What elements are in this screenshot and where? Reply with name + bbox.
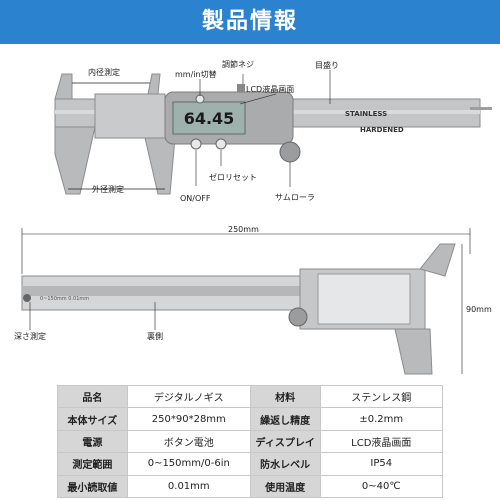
spec-key: 測定範囲 [57, 452, 128, 476]
spec-value: ±0.2mm [319, 407, 444, 431]
spec-key: 使用温度 [249, 474, 321, 498]
slider-body [94, 93, 166, 139]
depth-measure-label: 深さ測定 [14, 332, 46, 341]
zero-button[interactable] [215, 138, 227, 150]
spec-row: 本体サイズ 250*90*28mm 繰返し精度 ±0.2mm [57, 407, 444, 431]
height-dim-label: 90mm [466, 305, 492, 314]
scale-label: 目盛り [315, 61, 339, 70]
spec-key: 電源 [57, 429, 128, 454]
stainless-mark: STAINLESS [345, 110, 387, 118]
spec-key: 品名 [57, 384, 128, 409]
spec-value: ステンレス鋼 [319, 384, 444, 409]
spec-table: 品名 デジタルノギス 材料 ステンレス鋼 本体サイズ 250*90*28mm 繰… [57, 384, 444, 498]
spec-row: 電源 ボタン電池 ディスプレイ LCD液晶画面 [57, 429, 444, 454]
fixed-upper-jaw [54, 73, 73, 100]
hardened-mark: HARDENED [360, 126, 404, 134]
back-upper-jaw [419, 243, 456, 277]
slider-upper-jaw [147, 73, 161, 95]
length-dim-label: 250mm [228, 225, 259, 234]
spec-key: ディスプレイ [249, 429, 321, 454]
thumb-roller-label: サムローラ [275, 193, 315, 202]
outer-measure-label: 外径測定 [92, 185, 124, 194]
spec-key: 最小読取値 [57, 474, 128, 498]
back-label-plate [317, 273, 411, 325]
spec-value: ボタン電池 [126, 429, 251, 454]
lcd-value: 64.45 [184, 109, 235, 128]
spec-key: 防水レベル [249, 452, 321, 476]
spec-value: 250*90*28mm [126, 407, 251, 431]
inner-measure-label: 内径測定 [88, 68, 120, 77]
back-beam-groove [22, 286, 312, 296]
spec-value: 0.01mm [126, 474, 251, 498]
spec-key: 本体サイズ [57, 407, 128, 431]
mm-in-button[interactable] [195, 94, 205, 104]
thumb-roller[interactable] [279, 141, 301, 163]
onoff-button[interactable] [190, 138, 202, 150]
caliper-back-diagram: 0~150mm 0.01mm [21, 228, 471, 375]
depth-tip [23, 294, 31, 302]
spec-value: 0~40℃ [319, 474, 444, 498]
spec-key: 材料 [249, 384, 321, 409]
depth-rod [470, 107, 492, 110]
spec-value: LCD液晶画面 [319, 429, 444, 454]
lcd-screen [172, 101, 246, 135]
page-header: 製品情報 [0, 0, 500, 44]
mm-in-label: mm/in切替 [175, 70, 217, 79]
zero-reset-label: ゼロリセット [209, 173, 257, 182]
back-lower-jaw [394, 328, 433, 375]
slider-lower-jaw [144, 137, 176, 195]
page-title: 製品情報 [201, 9, 298, 34]
lcd-leader [239, 93, 277, 105]
spec-row: 品名 デジタルノギス 材料 ステンレス鋼 [57, 384, 444, 409]
lcd-label: LCD液晶画面 [246, 85, 295, 94]
spec-row: 最小読取値 0.01mm 使用温度 0~40℃ [57, 474, 444, 498]
back-side-label: 裏側 [147, 332, 163, 341]
adjust-screw-label: 調節ネジ [222, 60, 254, 69]
spec-value: IP54 [319, 452, 444, 476]
back-engraving: 0~150mm 0.01mm [40, 296, 89, 302]
spec-key: 繰返し精度 [249, 407, 321, 431]
fixed-lower-jaw [54, 126, 96, 195]
onoff-label: ON/OFF [180, 194, 211, 203]
caliper-front-diagram: 64.45 STAINLESS HARDENED [54, 70, 492, 195]
spec-value: デジタルノギス [126, 384, 251, 409]
adjust-screw[interactable] [237, 84, 245, 92]
spec-value: 0~150mm/0-6in [126, 452, 251, 476]
spec-row: 測定範囲 0~150mm/0-6in 防水レベル IP54 [57, 452, 444, 476]
back-thumb-roller [288, 307, 308, 327]
